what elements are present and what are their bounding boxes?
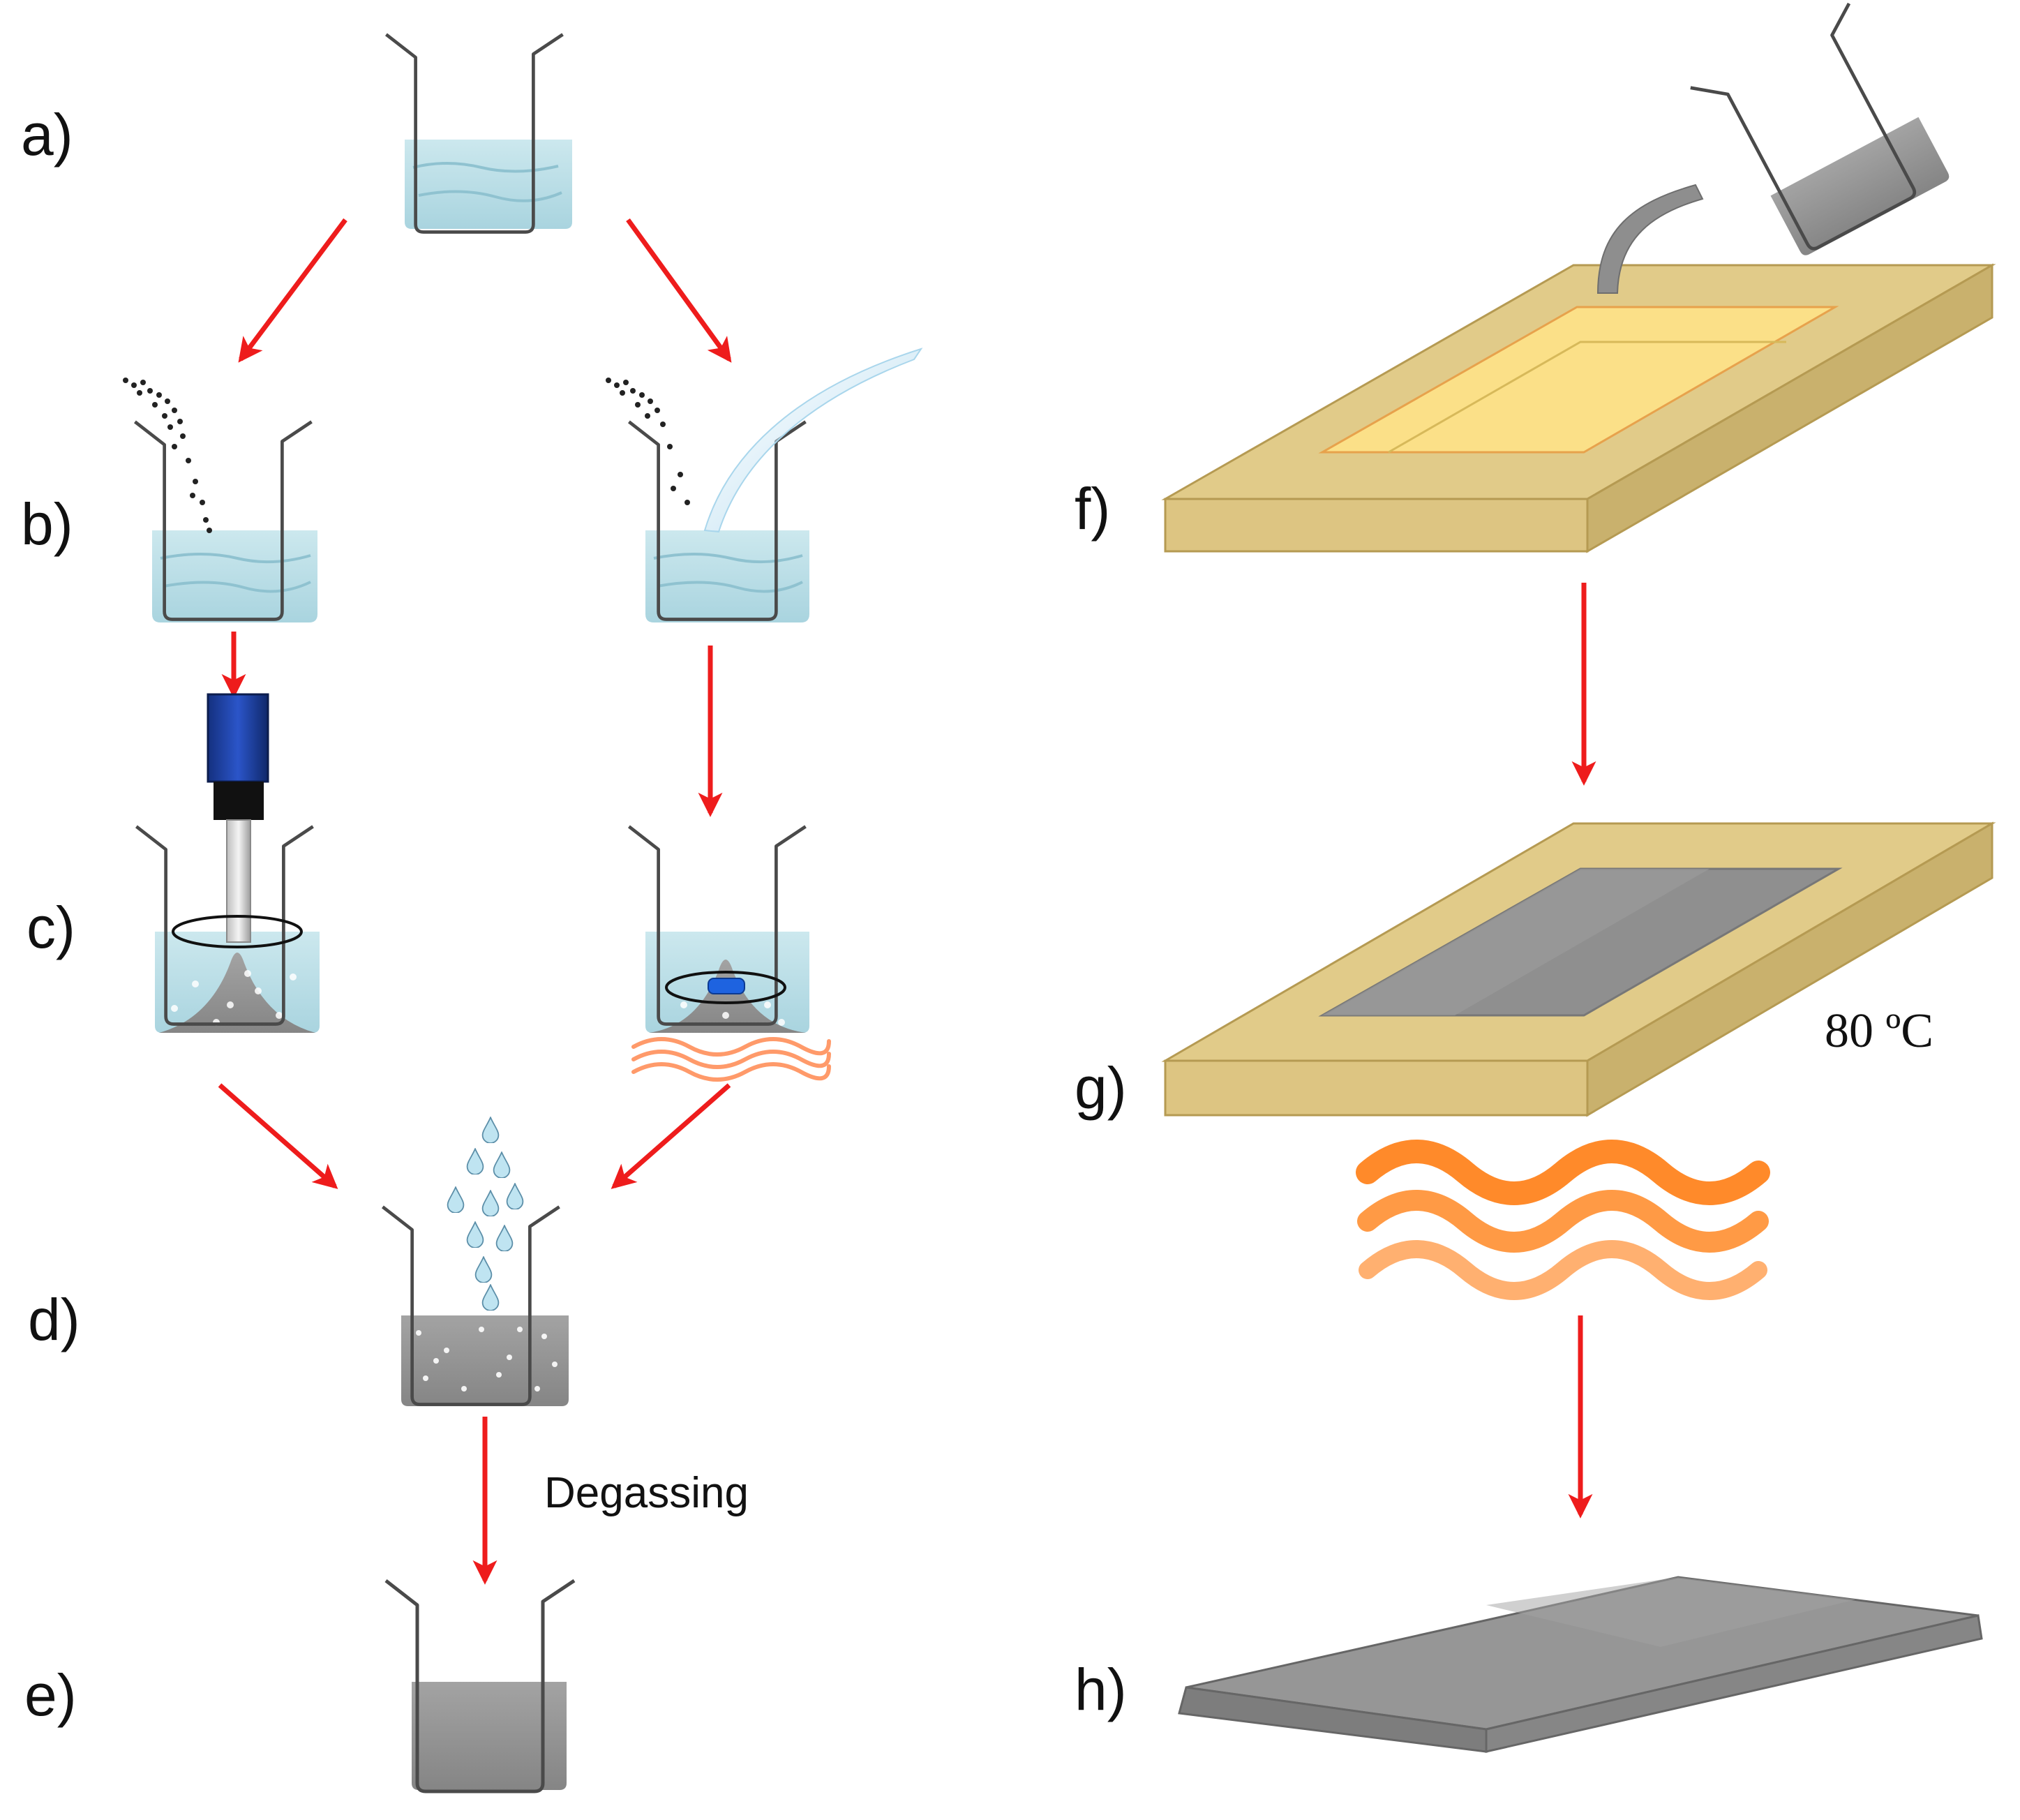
powder-particles-icon [123, 378, 212, 533]
arrow-c-to-d-left [218, 1083, 338, 1189]
finished-slab [1178, 1576, 1983, 1753]
beaker-c-left [136, 693, 320, 1033]
step-c-label: c) [27, 895, 75, 960]
step-b-label: b) [21, 491, 73, 557]
beaker-a [386, 34, 572, 232]
arrow-a-to-b-right [626, 218, 732, 363]
pouring-beaker [1596, 0, 1950, 294]
arrow-a-to-b-left [238, 218, 347, 363]
overhead-stirrer-icon [207, 693, 269, 943]
mold-f [1161, 263, 1996, 553]
rotation-arrow-icon [172, 915, 303, 948]
arrow-c-to-d-right [611, 1083, 731, 1189]
step-h-label: h) [1075, 1657, 1127, 1722]
heat-waves-icon [631, 1037, 831, 1082]
magnetic-stir-bar-icon [708, 978, 745, 994]
step-f-label: f) [1075, 476, 1110, 542]
step-e-label: e) [24, 1662, 77, 1728]
powder-particles-icon [606, 378, 690, 505]
water-stream-icon [703, 348, 923, 533]
beaker-c-right [629, 826, 809, 1033]
rotation-arrow-icon [665, 971, 786, 1004]
water-drops-icon [447, 1117, 524, 1311]
beaker-b-left [123, 378, 317, 622]
step-d-label: d) [28, 1287, 80, 1352]
beaker-e [386, 1581, 574, 1791]
step-g-label: g) [1075, 1055, 1127, 1121]
beaker-b-right [606, 348, 923, 622]
mold-g [1161, 821, 1996, 1117]
degassing-label: Degassing [544, 1469, 749, 1517]
step-a-label: a) [21, 102, 73, 167]
beaker-d [382, 1117, 569, 1406]
temperature-label: 80 ºC [1825, 1004, 1933, 1058]
heat-waves-icon [1356, 1140, 1770, 1300]
